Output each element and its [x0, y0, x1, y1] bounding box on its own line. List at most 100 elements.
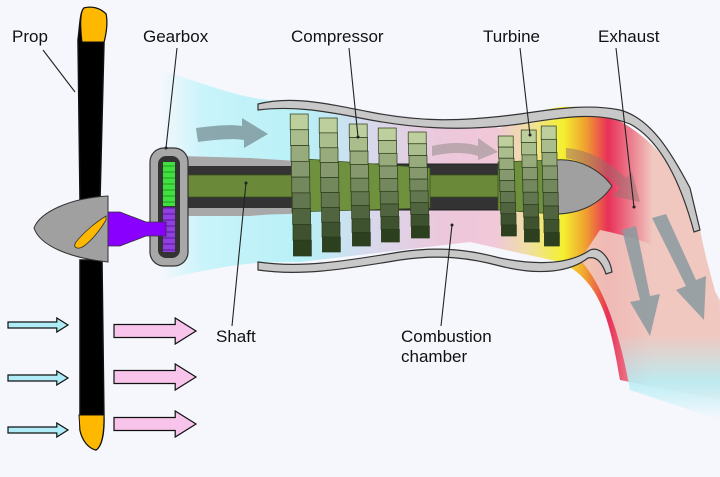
exhaust-label: Exhaust	[598, 27, 660, 46]
gear-tooth	[163, 231, 175, 233]
blade-segment	[409, 166, 428, 180]
blade-segment	[522, 191, 539, 206]
blade-segment	[378, 140, 397, 154]
blade-segment	[379, 165, 398, 180]
blade-segment	[320, 177, 340, 193]
gear-tooth	[163, 201, 175, 203]
blade-segment	[410, 202, 429, 215]
blade-segment	[542, 178, 559, 194]
prop-label: Prop	[12, 27, 48, 46]
compressor-stage-5	[407, 131, 430, 239]
gear-tooth	[163, 243, 175, 245]
blade-segment	[377, 127, 397, 142]
blade-segment	[292, 208, 311, 225]
inflow-arrow-3	[7, 421, 70, 439]
blade-segment	[291, 160, 310, 178]
exhaust-flow-arrow-left	[622, 226, 660, 336]
blade-segment	[350, 191, 370, 206]
outflow-arrow-1	[113, 316, 198, 346]
turbine-label: Turbine	[483, 27, 540, 46]
blade-segment	[542, 192, 559, 207]
blade-segment	[497, 135, 514, 148]
gear-tooth	[163, 177, 175, 179]
blade-segment	[543, 205, 559, 220]
blade-segment	[380, 216, 400, 230]
casing-top	[257, 99, 701, 233]
blade-segment	[319, 147, 339, 164]
compressor-stage-2	[318, 117, 341, 253]
blade-segment	[544, 232, 560, 247]
gearbox-leader-line	[165, 47, 178, 149]
blade-segment	[499, 168, 515, 181]
gearbox	[149, 147, 189, 267]
tail-cone	[554, 159, 613, 215]
inner-casing-bottom	[180, 208, 300, 216]
combustion-leader-dot	[450, 223, 454, 227]
gear-teeth	[163, 165, 175, 251]
combustion-leader-line	[440, 224, 453, 327]
blade-segment	[520, 129, 537, 143]
prop-tip-top	[80, 6, 108, 43]
blade-segment	[321, 221, 341, 238]
compressor-leader-dot	[356, 135, 360, 139]
inflow-arrow-2	[7, 369, 70, 387]
shaft-leader-line	[231, 182, 247, 327]
blade-segment	[318, 117, 338, 134]
prop-blade-section	[74, 215, 107, 249]
blade-segment	[409, 190, 429, 204]
exhaust-flow-arrow-curved	[566, 148, 640, 202]
blade-segment	[349, 150, 369, 166]
blade-segment	[521, 142, 537, 156]
compressor-label: Compressor	[291, 27, 384, 46]
blade-segment	[407, 131, 427, 145]
blade-segment	[540, 125, 557, 140]
exhaust-leader-dot	[632, 205, 636, 209]
blade-segment	[320, 162, 339, 178]
blade-segment	[293, 239, 312, 257]
blade-segment	[291, 176, 311, 194]
gearbox-label: Gearbox	[143, 27, 209, 46]
blade-segment	[379, 190, 399, 205]
blade-rows	[289, 113, 560, 257]
blade-segment	[499, 180, 516, 192]
blade-segment	[411, 225, 430, 239]
blade-segment	[523, 216, 540, 230]
blade-segment	[410, 214, 430, 227]
gear-tooth	[163, 213, 175, 215]
shaft-leader-dot	[244, 181, 248, 185]
compressor-leader-line	[348, 47, 359, 138]
blade-segment	[408, 155, 428, 168]
blade-segment	[290, 129, 309, 146]
blade-segment	[349, 137, 368, 152]
blade-segment	[523, 204, 539, 218]
prop-drive-shaft	[107, 211, 167, 247]
combustion-flow-arrow	[432, 138, 498, 160]
blade-segment	[522, 166, 538, 181]
blade-segment	[500, 213, 517, 226]
combustion-label-line1: Combustion	[401, 327, 492, 346]
gear-tooth	[163, 189, 175, 191]
inflow-arrow-1	[7, 316, 70, 334]
blade-segment	[501, 224, 517, 237]
inner-casing-top	[180, 156, 300, 166]
gear-tooth	[163, 207, 175, 209]
gear-tooth	[163, 165, 175, 167]
blade-segment	[352, 232, 371, 247]
blade-segment	[524, 229, 540, 243]
turbine-stage-2	[520, 129, 540, 243]
gear-tooth	[163, 195, 175, 197]
casing-bottom	[257, 248, 613, 275]
shaft-label: Shaft	[216, 327, 256, 346]
turbine-stage-1	[497, 135, 517, 237]
gear-tooth	[163, 171, 175, 173]
blade-segment	[291, 192, 311, 210]
inflow-arrows	[7, 316, 70, 439]
compressor-stage-4	[377, 127, 400, 243]
blade-segment	[321, 206, 340, 223]
blade-segment	[541, 152, 558, 167]
blade-segment	[522, 179, 539, 193]
internal-flow-arrows	[196, 118, 706, 336]
blade-segment	[500, 202, 516, 215]
gear-tooth	[163, 237, 175, 239]
